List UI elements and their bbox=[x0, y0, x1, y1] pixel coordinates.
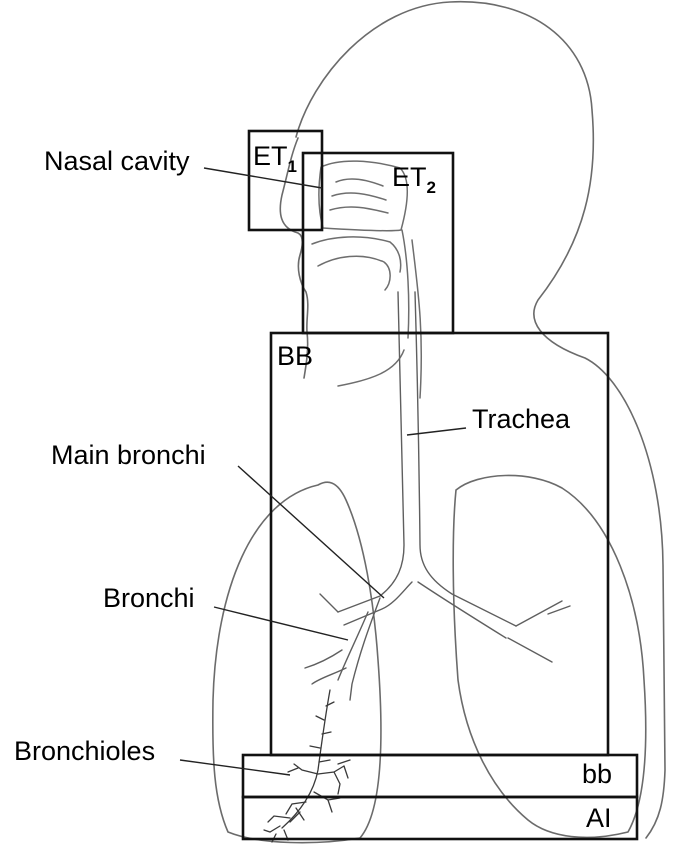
left-bronchus-side bbox=[305, 650, 342, 668]
right-bronchus-branch-lower bbox=[508, 638, 552, 662]
region-label-bb-upper: BB bbox=[277, 341, 313, 371]
pharynx-back bbox=[402, 230, 409, 338]
label-bronchi: Bronchi bbox=[103, 583, 195, 613]
right-bronchus-branch-upper bbox=[516, 601, 562, 626]
label-trachea: Trachea bbox=[472, 404, 571, 434]
lung-left-outline bbox=[213, 482, 381, 842]
label-nasal-cavity: Nasal cavity bbox=[44, 146, 190, 176]
trachea-wall-right bbox=[415, 292, 516, 626]
region-label-et1: ET1 bbox=[253, 141, 297, 176]
lung-right-outline bbox=[453, 475, 646, 837]
turbinate-2 bbox=[332, 193, 386, 200]
region-label-bb-lower: bb bbox=[582, 759, 612, 789]
neck-front bbox=[338, 350, 404, 386]
leader-trachea bbox=[407, 428, 466, 435]
trachea-wall-left bbox=[338, 292, 404, 612]
leader-bronchioles bbox=[180, 760, 290, 775]
region-box-bb-lower bbox=[243, 755, 637, 797]
region-label-ai: AI bbox=[586, 803, 612, 833]
left-bronchus-upper-branch bbox=[320, 594, 338, 612]
label-main-bronchi: Main bronchi bbox=[51, 440, 206, 470]
leader-main-bronchi bbox=[238, 466, 384, 598]
left-bronchus-side-2 bbox=[312, 668, 346, 684]
bronchiole-tree bbox=[264, 690, 350, 842]
turbinate-3 bbox=[330, 207, 388, 213]
region-label-et2: ET2 bbox=[392, 162, 436, 197]
right-main-bronchus-lower bbox=[418, 582, 506, 638]
left-bronchus-down-a bbox=[350, 598, 380, 700]
label-bronchioles: Bronchioles bbox=[14, 736, 155, 766]
leader-bronchi bbox=[214, 607, 348, 640]
turbinate-1 bbox=[336, 179, 383, 186]
tongue bbox=[318, 256, 390, 290]
region-box-bb-upper bbox=[271, 333, 608, 755]
